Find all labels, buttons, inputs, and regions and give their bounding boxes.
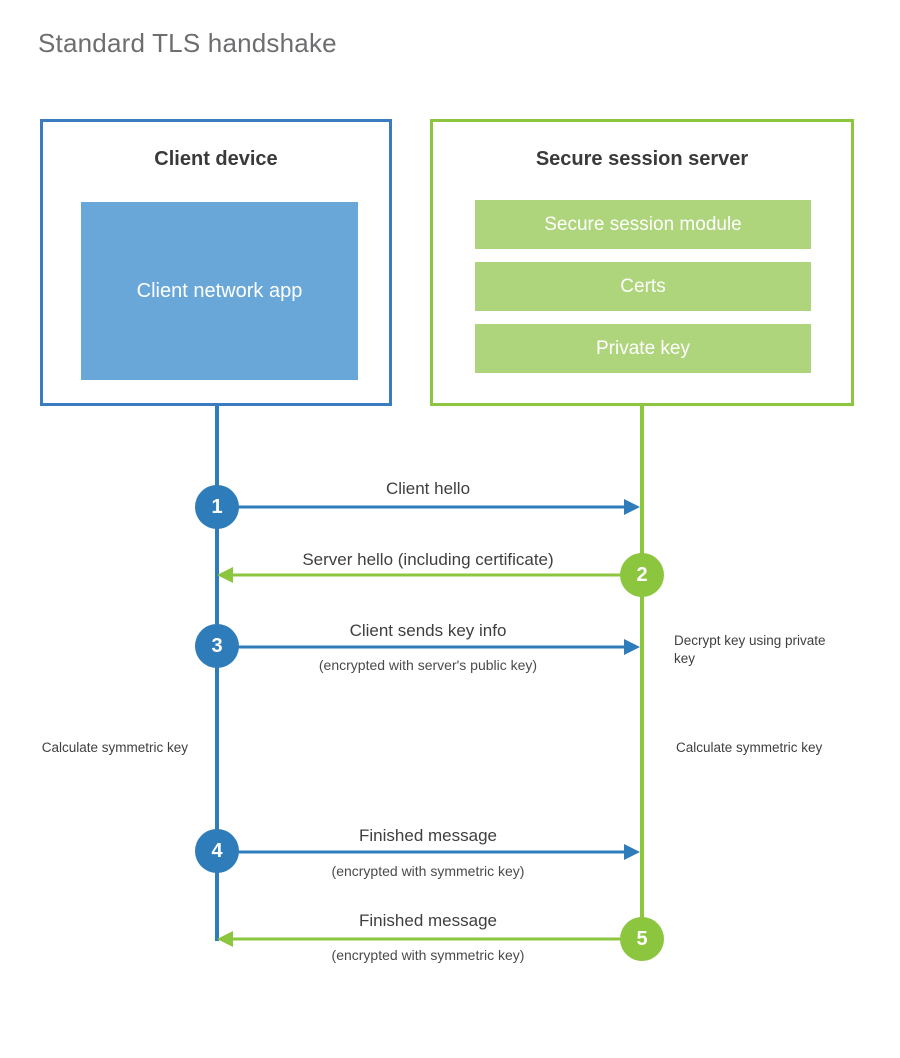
- note-client-calculate-symmetric-key: Calculate symmetric key: [41, 740, 188, 755]
- step-marker-2[interactable]: 2: [620, 553, 664, 597]
- message-label-step-2: Server hello (including certificate): [302, 550, 554, 569]
- message-label-step-1: Client hello: [385, 479, 471, 498]
- client-device-box: Client device Client network app: [40, 119, 392, 406]
- arrow-step-5: [217, 931, 640, 947]
- client-network-app-block: Client network app: [81, 202, 358, 380]
- page-title: Standard TLS handshake: [38, 28, 337, 58]
- server-lifeline: [640, 406, 644, 939]
- step-marker-3[interactable]: 3: [195, 624, 239, 668]
- message-label-step-4: Finished message: [359, 826, 497, 845]
- server-component-private-key: Private key: [475, 324, 811, 373]
- arrow-step-4: [217, 844, 640, 860]
- secure-session-server-box: Secure session server Secure session mod…: [430, 119, 854, 406]
- message-label-step-3: Client sends key info: [349, 621, 507, 640]
- secure-session-server-title: Secure session server: [535, 148, 749, 170]
- step-marker-5[interactable]: 5: [620, 917, 664, 961]
- message-label-step-5: Finished message: [359, 911, 497, 930]
- message-sublabel-step-4: (encrypted with symmetric key): [331, 863, 525, 879]
- note-server-calculate-symmetric-key: Calculate symmetric key: [676, 740, 823, 755]
- client-device-title: Client device: [154, 148, 278, 170]
- server-component-certs: Certs: [475, 262, 811, 311]
- step-marker-4[interactable]: 4: [195, 829, 239, 873]
- client-lifeline: [215, 406, 219, 941]
- note-decrypt-key: Decrypt key using private key: [674, 633, 826, 666]
- server-component-secure-session-module: Secure session module: [475, 200, 811, 249]
- message-sublabel-step-5: (encrypted with symmetric key): [331, 947, 525, 963]
- arrow-step-3: [217, 639, 640, 655]
- arrow-step-1: [217, 499, 640, 515]
- step-marker-1[interactable]: 1: [195, 485, 239, 529]
- message-sublabel-step-3: (encrypted with server's public key): [318, 657, 538, 673]
- server-component-list: Secure session module Certs Private key: [475, 200, 811, 373]
